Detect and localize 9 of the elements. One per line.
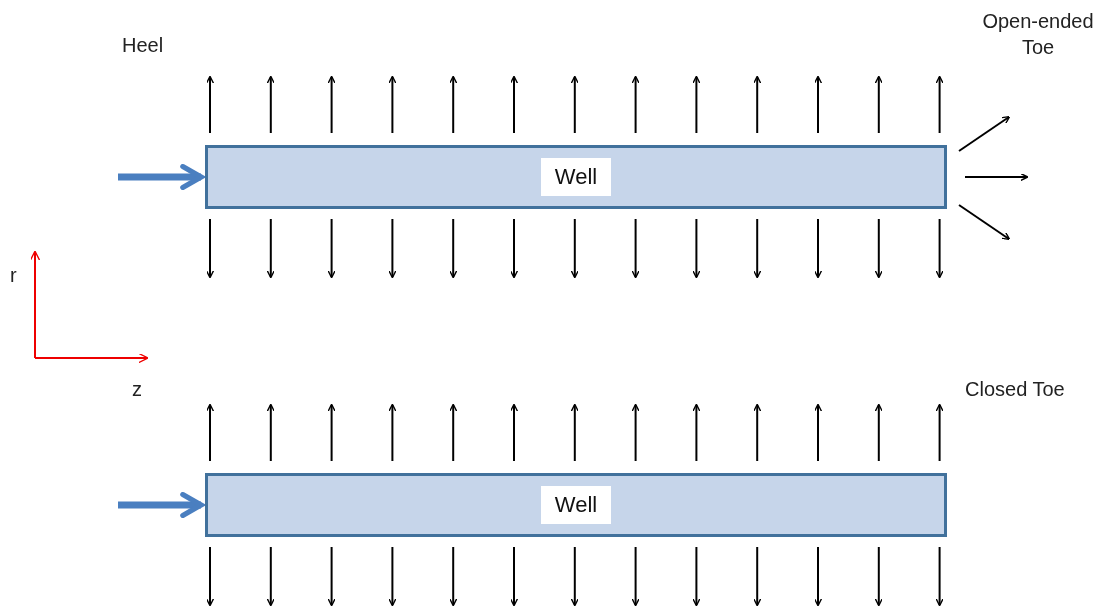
- well-pipe: [205, 473, 947, 537]
- toe-label: Closed Toe: [965, 377, 1065, 402]
- heel-label: Heel: [122, 33, 164, 58]
- axis-label: r: [10, 263, 17, 288]
- well-label: Well: [540, 486, 612, 524]
- well-label: Well: [540, 158, 612, 196]
- axis-label: z: [132, 377, 142, 402]
- toe-label: Open-ended Toe: [981, 9, 1095, 60]
- well-pipe: [205, 145, 947, 209]
